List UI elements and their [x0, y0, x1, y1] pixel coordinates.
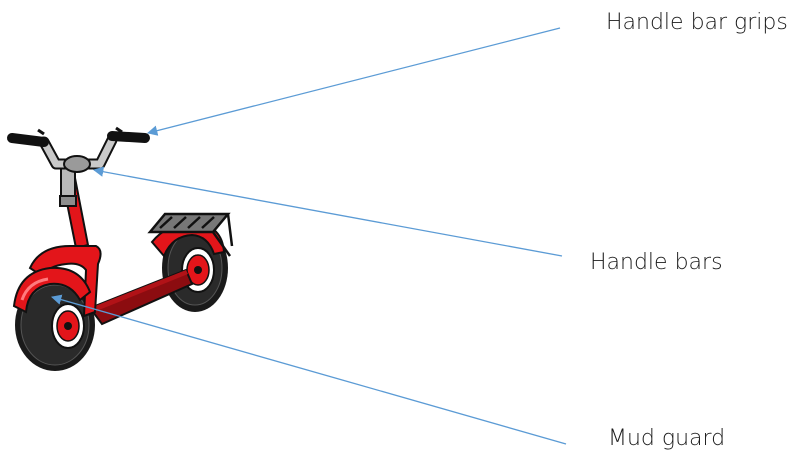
luggage-rack — [147, 212, 234, 257]
deck — [88, 268, 194, 326]
pointer-grips — [146, 27, 561, 136]
handle-bar-grips — [7, 126, 150, 147]
handle-bars — [38, 134, 118, 173]
scooter-illustration — [7, 126, 234, 371]
front-wheel — [15, 279, 95, 371]
pointer-bars — [92, 166, 563, 257]
label-handle-bar-grips: Handle bar grips — [606, 10, 788, 35]
pointer-lines — [51, 27, 567, 445]
label-mud-guard: Mud guard — [608, 426, 726, 451]
label-handle-bars: Handle bars — [590, 250, 723, 275]
pointer-mud-guard — [51, 294, 567, 445]
mud-guard — [12, 266, 92, 314]
